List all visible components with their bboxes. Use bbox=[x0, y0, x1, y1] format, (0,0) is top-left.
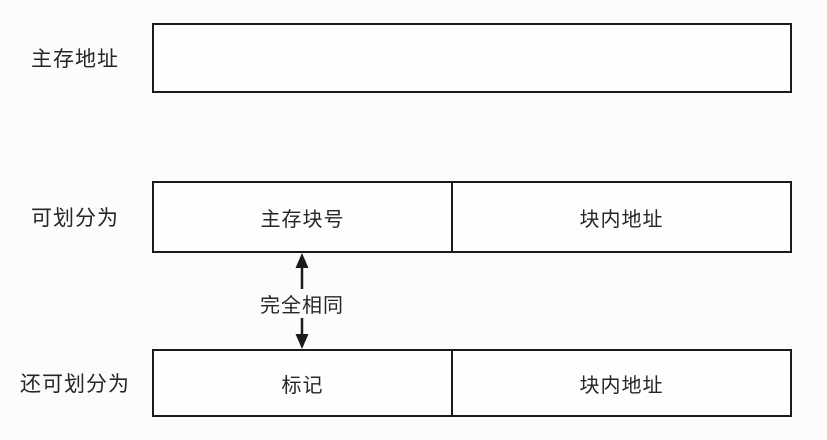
divided-address-box: 主存块号 块内地址 bbox=[152, 181, 792, 253]
block-offset-cell: 块内地址 bbox=[579, 208, 664, 231]
row-label-main-memory-address: 主存地址 bbox=[31, 48, 119, 71]
also-divided-address-box: 标记 块内地址 bbox=[152, 349, 792, 417]
row-label-also-divided-as: 还可划分为 bbox=[20, 373, 130, 396]
row-label-divided-as: 可划分为 bbox=[31, 207, 119, 230]
block-offset-cell: 块内地址 bbox=[579, 374, 664, 397]
identical-arrow-label: 完全相同 bbox=[257, 289, 347, 318]
tag-cell: 标记 bbox=[154, 351, 453, 415]
block-number-cell: 主存块号 bbox=[154, 183, 453, 251]
main-memory-address-box bbox=[152, 23, 792, 93]
